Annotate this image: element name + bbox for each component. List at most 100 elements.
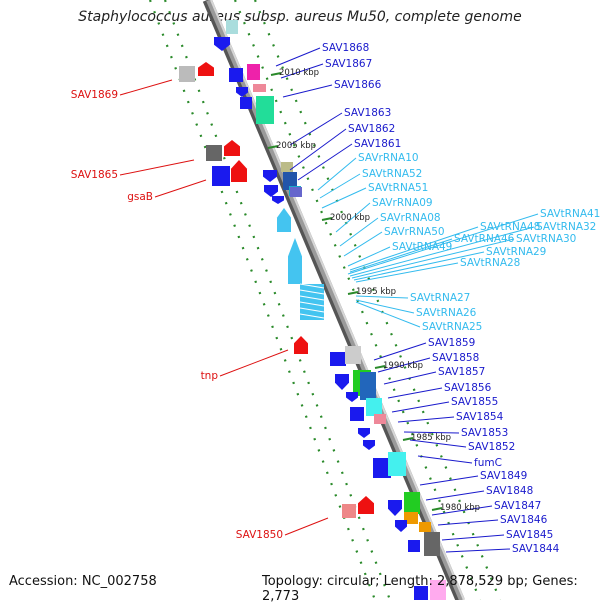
- gene-label-sav1866: SAV1866: [334, 79, 382, 91]
- rrna-hatch-line: [299, 313, 325, 319]
- gene-label-sav1848: SAV1848: [486, 485, 533, 497]
- kbp-label: 1980 kbp: [440, 503, 480, 513]
- gene-label-sav1854-leader-line: [397, 416, 455, 423]
- gene-arrow-down: [236, 87, 248, 97]
- gene-arrow-down: [214, 37, 230, 51]
- kbp-label: 2010 kbp: [279, 68, 319, 78]
- gene-block: [366, 398, 382, 416]
- rrna-hatch-line: [299, 295, 325, 301]
- gene-label-sav1867-leader-line: [280, 63, 324, 79]
- gene-arrow-up: [277, 208, 291, 232]
- gene-block: [179, 66, 195, 82]
- gene-arrow-up: [231, 160, 247, 182]
- kbp-tick: [347, 291, 359, 295]
- kbp-tick: [270, 72, 282, 76]
- rna-label-savtrna46-leader-line: [349, 238, 453, 273]
- gene-block: [290, 187, 302, 197]
- kbp-label: 1985 kbp: [411, 433, 451, 443]
- backbone-highlight: [210, 0, 465, 600]
- gene-label-sav1863: SAV1863: [344, 107, 391, 119]
- rna-label-savrrna10: SAVrRNA10: [358, 152, 419, 164]
- gene-label-sav1844-leader-line: [445, 548, 511, 553]
- gene-label-gsab: gsaB: [127, 191, 153, 203]
- rna-label-savtrna27: SAVtRNA27: [410, 292, 470, 304]
- gene-label-sav1852-leader-line: [409, 439, 467, 448]
- gene-label-sav1857: SAV1857: [438, 366, 485, 378]
- gene-arrow-down: [363, 440, 375, 450]
- kbp-label: 1990 kbp: [383, 361, 423, 371]
- rrna-hatch-line: [299, 283, 325, 289]
- gene-block: [342, 504, 356, 518]
- gene-block: [256, 96, 274, 124]
- kbp-tick: [402, 437, 414, 441]
- gene-arrow-down: [264, 185, 278, 197]
- gene-label-sav1867: SAV1867: [325, 58, 372, 70]
- gene-label-sav1858: SAV1858: [432, 352, 479, 364]
- rna-label-savrrna50: SAVrRNA50: [384, 226, 445, 238]
- rna-label-savrrna08-leader-line: [339, 217, 379, 247]
- gene-label-sav1859: SAV1859: [428, 337, 475, 349]
- rna-label-savrrna10-leader-line: [317, 157, 357, 191]
- rna-label-savtrna25: SAVtRNA25: [422, 321, 482, 333]
- gene-label-sav1855: SAV1855: [451, 396, 498, 408]
- gene-label-sav1853: SAV1853: [461, 427, 508, 439]
- gene-arrow-up: [294, 336, 308, 354]
- gene-block: [350, 407, 364, 421]
- kbp-tick: [267, 145, 279, 149]
- gene-block: [424, 532, 440, 556]
- gene-block: [229, 68, 243, 82]
- gene-label-tnp: tnp: [201, 370, 219, 382]
- gene-label-sav1855-leader-line: [391, 401, 450, 413]
- rna-label-savtrna41: SAVtRNA41: [540, 208, 600, 220]
- rna-label-savtrna49-leader-line: [347, 246, 391, 267]
- gene-arrow-up: [198, 62, 214, 76]
- rna-label-savtrna48-leader-line: [349, 226, 479, 271]
- accession-text: Accession: NC_002758: [9, 574, 157, 589]
- gene-label-sav1862: SAV1862: [348, 123, 395, 135]
- gene-label-sav1850-leader-line: [284, 517, 329, 536]
- gene-label-sav1847: SAV1847: [494, 500, 541, 512]
- gene-block: [373, 458, 391, 478]
- gene-arrow-up: [288, 238, 302, 284]
- gene-label-sav1861: SAV1861: [354, 138, 401, 150]
- rna-label-savtrna29-leader-line: [353, 251, 485, 281]
- gene-label-sav1854: SAV1854: [456, 411, 504, 423]
- gene-label-sav1856: SAV1856: [444, 382, 492, 394]
- gene-block: [283, 172, 297, 190]
- gene-arrow-down: [335, 374, 349, 390]
- gene-arrow-up: [358, 496, 374, 514]
- rna-label-savrrna09: SAVrRNA09: [372, 197, 433, 209]
- kbp-label: 1995 kbp: [356, 287, 396, 297]
- gene-arrow-down: [388, 500, 402, 516]
- gene-block: [330, 352, 346, 366]
- gene-block: [247, 64, 260, 80]
- gene-label-sav1859-leader-line: [373, 342, 427, 361]
- gene-label-sav1868-leader-line: [275, 47, 321, 67]
- gene-block: [430, 580, 446, 600]
- kbp-label: 2000 kbp: [330, 213, 370, 223]
- gene-labels: 2010 kbp 2005 kbp 2000 kbp 1995 kbp 1990 kbp…: [71, 42, 600, 555]
- rna-label-savtrna28-leader-line: [355, 262, 459, 283]
- gene-label-gsab-leader-line: [154, 179, 207, 198]
- rrna-hatch-line: [299, 307, 325, 313]
- gene-block: [212, 166, 230, 186]
- gene-label-sav1845-leader-line: [441, 534, 505, 541]
- gene-label-sav1863-leader-line: [289, 112, 343, 146]
- gene-label-sav1847-leader-line: [431, 505, 493, 516]
- gene-block: [404, 512, 418, 524]
- gene-label-sav1846: SAV1846: [500, 514, 548, 526]
- gene-label-sav1865: SAV1865: [71, 169, 118, 181]
- gene-block: [419, 522, 431, 532]
- rna-label-savtrna49: SAVtRNA49: [392, 241, 452, 253]
- gene-label-sav1850: SAV1850: [236, 529, 283, 541]
- rna-label-savtrna48: SAVtRNA48: [480, 221, 540, 233]
- gene-label-sav1869: SAV1869: [71, 89, 118, 101]
- kbp-label: 2005 kbp: [276, 141, 316, 151]
- gene-label-sav1856-leader-line: [387, 387, 443, 399]
- gene-arrow-down: [395, 520, 407, 532]
- rna-label-savrrna50-leader-line: [343, 231, 383, 257]
- rna-label-savtrna32: SAVtRNA32: [536, 221, 596, 233]
- gene-label-sav1849: SAV1849: [480, 470, 527, 482]
